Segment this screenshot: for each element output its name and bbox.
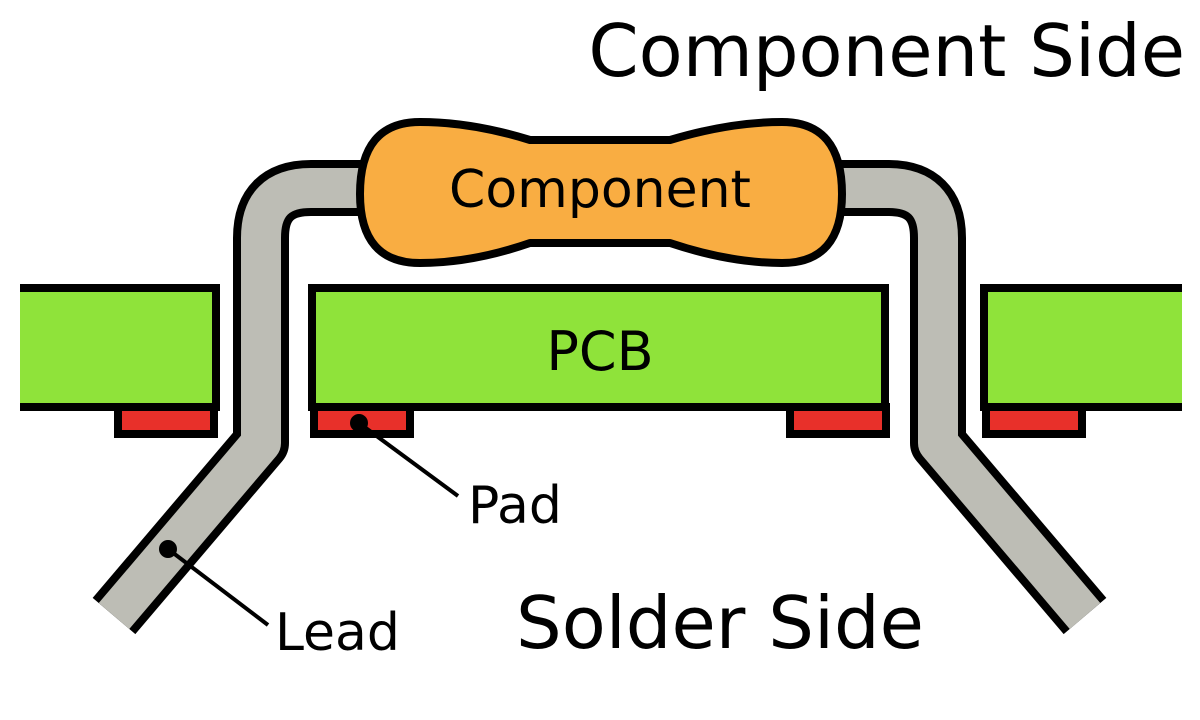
- pcb-center-section: [308, 284, 889, 411]
- pcb-left-section: [20, 284, 220, 411]
- lead-leader-line: [166, 547, 270, 627]
- pad-leader-line: [357, 421, 460, 498]
- solder-side-label: Solder Side: [516, 581, 924, 665]
- pad-right-inner: [786, 403, 890, 438]
- pcb-board: [20, 284, 1182, 411]
- lead-right-core: [830, 168, 1101, 629]
- lead-leader-dot: [159, 540, 177, 558]
- pad-leader-dot: [350, 414, 368, 432]
- callouts: [159, 414, 460, 627]
- lead-left-core: [98, 168, 370, 629]
- lead-label: Lead: [275, 603, 400, 663]
- pad-left-outer: [114, 403, 218, 438]
- component-label: Component: [449, 160, 751, 220]
- component-body: [356, 118, 846, 267]
- pad-right-outer: [982, 403, 1086, 438]
- component-side-label: Component Side: [588, 9, 1185, 93]
- pads: [114, 403, 1086, 438]
- pad-label: Pad: [468, 476, 562, 536]
- pcb-right-section: [980, 284, 1182, 411]
- pcb-label: PCB: [546, 320, 653, 383]
- leads: [92, 160, 1107, 635]
